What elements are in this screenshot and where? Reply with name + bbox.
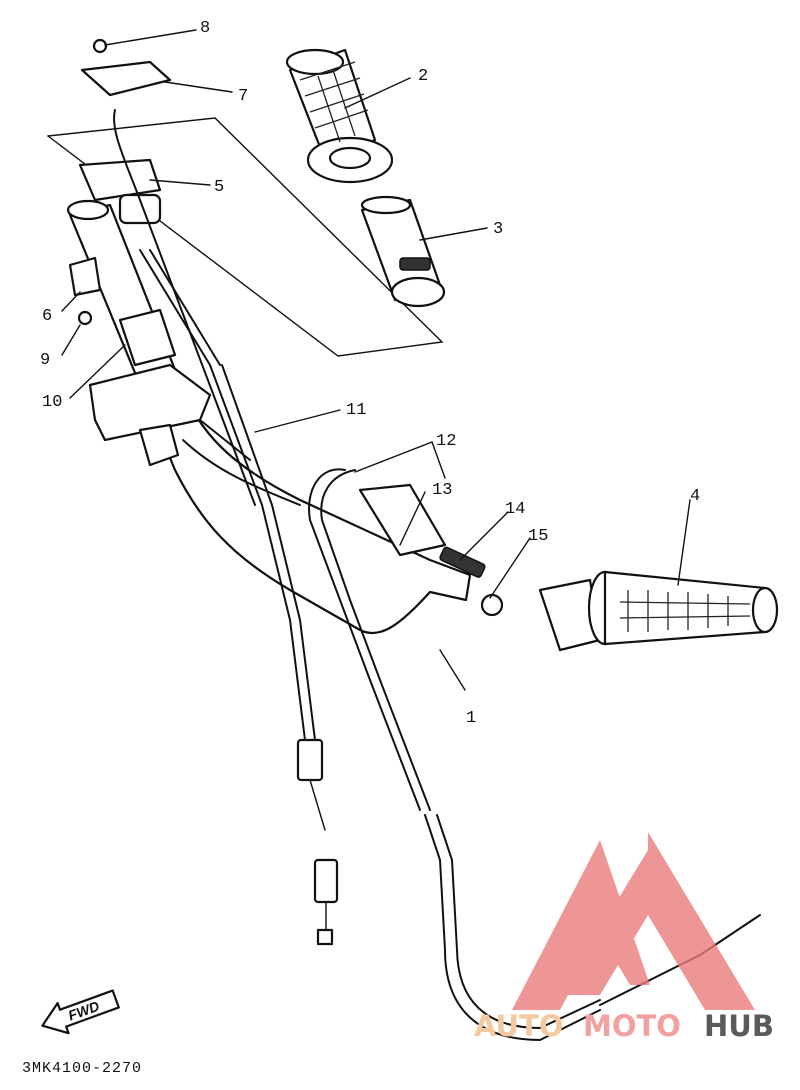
throttle-tube-part-3: [360, 195, 446, 308]
callout-12: 12: [436, 432, 456, 451]
watermark-auto: AUTO: [474, 1009, 564, 1043]
watermark-logo: [512, 832, 755, 1010]
watermark-brand: AUTO MOTO HUB: [474, 1009, 774, 1043]
callout-5: 5: [214, 178, 224, 197]
callout-6: 6: [42, 307, 52, 326]
callout-4: 4: [690, 487, 700, 506]
clutch-cable: [308, 468, 761, 1041]
callout-14: 14: [505, 500, 525, 519]
callout-leaders: [61, 29, 691, 691]
callout-10: 10: [42, 393, 62, 412]
callout-2: 2: [418, 67, 428, 86]
watermark-moto: MOTO: [583, 1009, 681, 1043]
callout-11: 11: [346, 401, 366, 420]
callout-15: 15: [528, 527, 548, 546]
callout-1: 1: [466, 709, 476, 728]
throttle-housing: [68, 38, 172, 326]
watermark-triangle-inner: [512, 840, 650, 1010]
callout-labels: 1 2 3 4 5 6 7 8 9 10 11 12 13 14 15: [40, 19, 700, 728]
callout-9: 9: [40, 351, 50, 370]
callout-13: 13: [432, 481, 452, 500]
diagram-code: 3MK4100-2270: [22, 1060, 142, 1077]
callout-8: 8: [200, 19, 210, 38]
group-bracket-lines: [47, 117, 444, 357]
fwd-direction-marker: FWD: [41, 989, 120, 1035]
watermark-hub: HUB: [704, 1009, 774, 1043]
callout-3: 3: [493, 220, 503, 239]
left-grip-part-2: [285, 48, 394, 184]
watermark-triangle-outer: [560, 832, 755, 1010]
lever-holder-part-10: [88, 308, 212, 467]
throttle-cable: [113, 109, 339, 946]
right-grip: [538, 570, 779, 652]
callout-7: 7: [238, 87, 248, 106]
handlebar: [66, 199, 472, 635]
